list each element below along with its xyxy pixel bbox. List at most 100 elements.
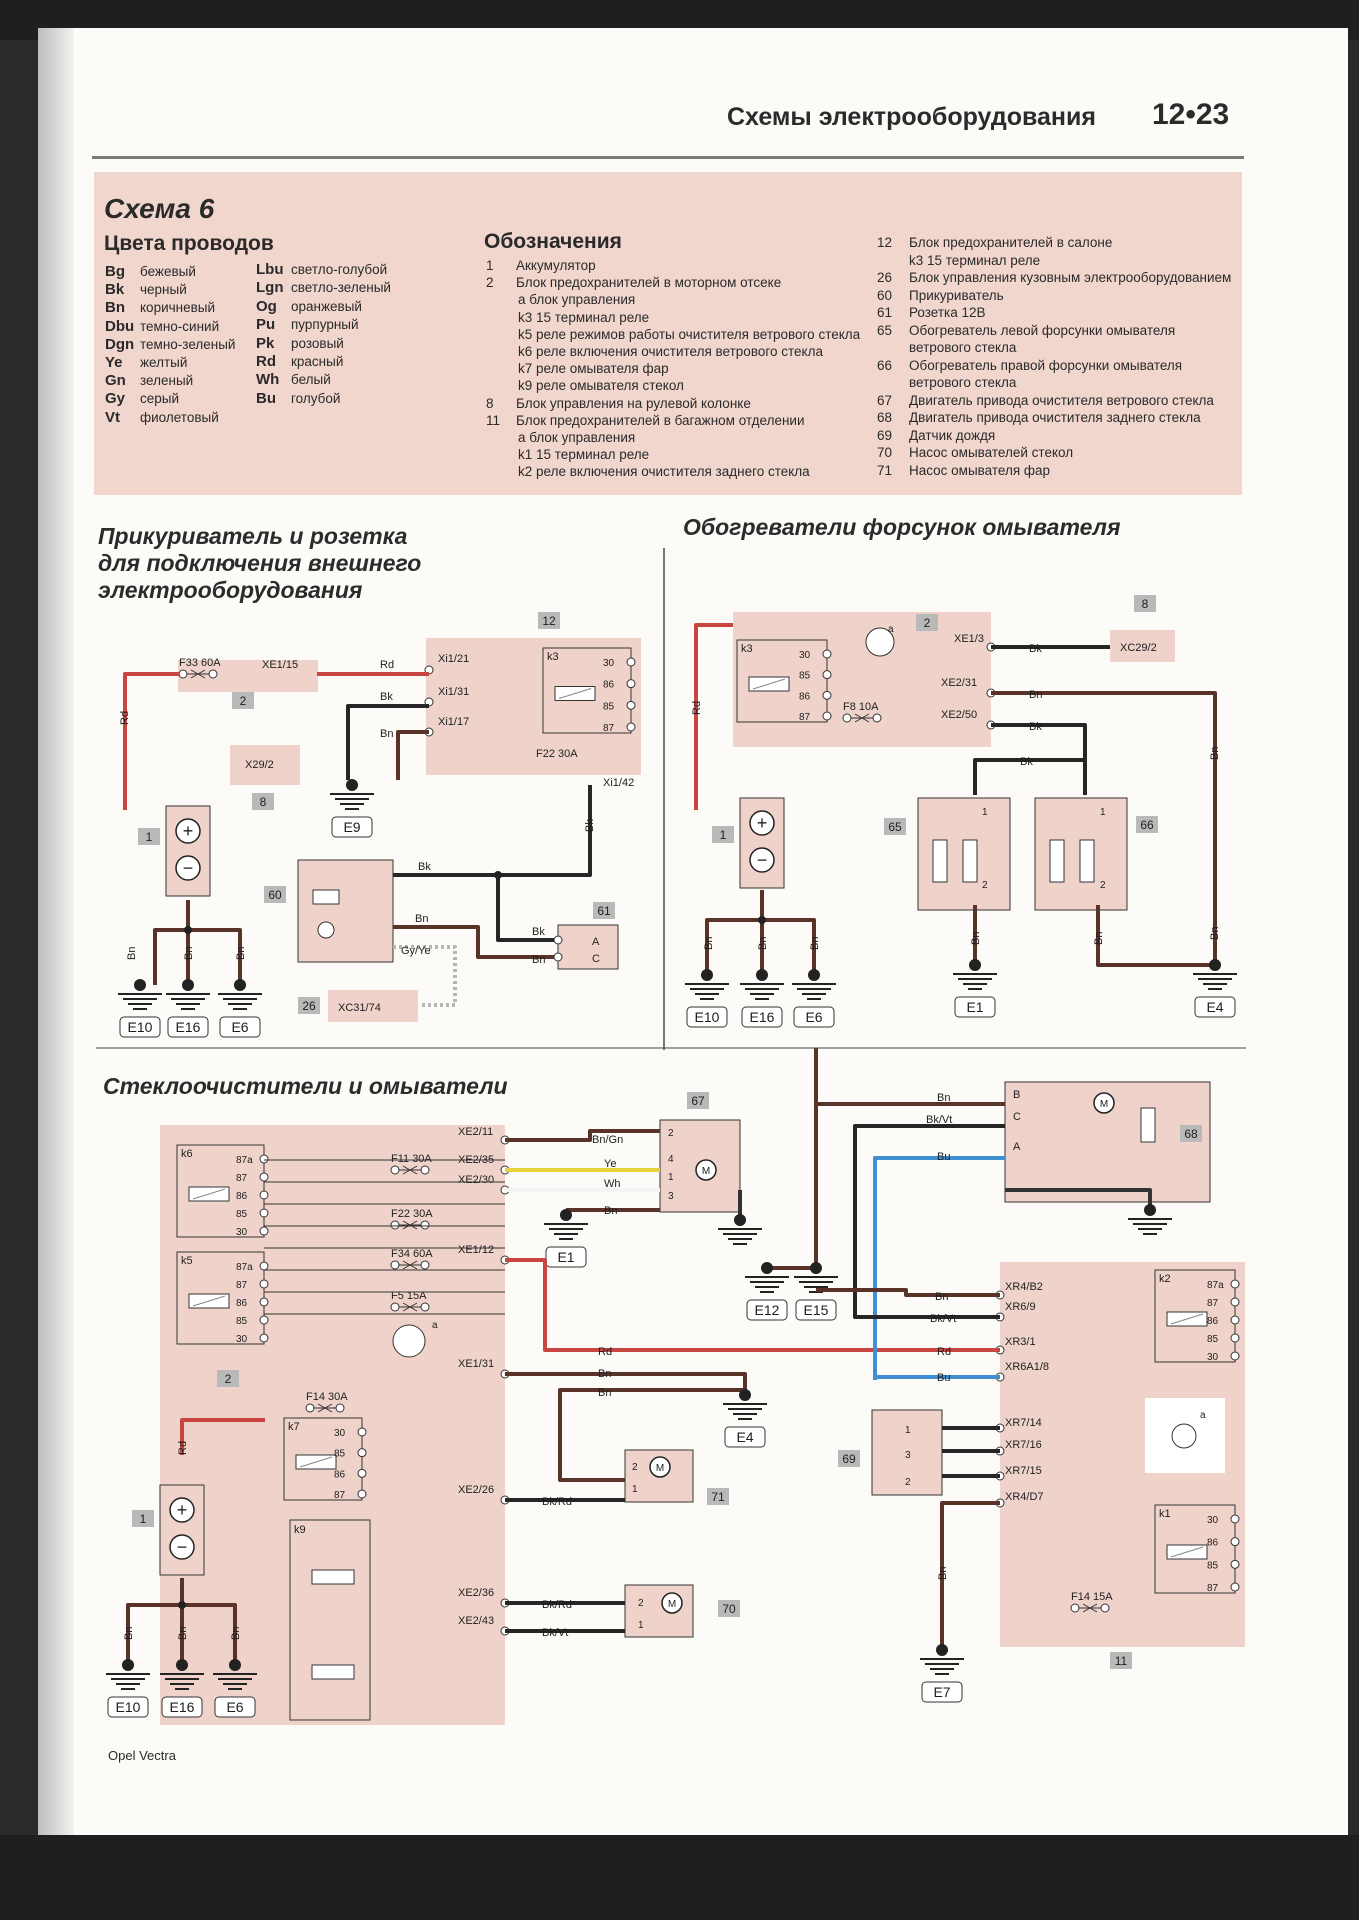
diagram-label: Rd bbox=[177, 1441, 189, 1455]
connector-node bbox=[259, 1190, 269, 1200]
diagram-label: XE2/11 bbox=[458, 1126, 493, 1138]
wire-color-code: Og bbox=[256, 297, 277, 315]
relay-frame bbox=[542, 647, 632, 734]
diagram-label: Bn bbox=[126, 947, 138, 960]
wire-xe2-11-bn-gn bbox=[505, 1129, 660, 1142]
connector-node bbox=[1230, 1537, 1240, 1547]
relay-pin-label: 87a bbox=[236, 1155, 253, 1166]
diagram-label: 4 bbox=[668, 1154, 674, 1165]
diagram-label: Wh bbox=[604, 1178, 621, 1190]
diagram-label: Bn bbox=[1209, 747, 1221, 760]
relay-label: k1 bbox=[1159, 1508, 1171, 1520]
connector-node bbox=[842, 713, 852, 723]
diagram-label: XE2/31 bbox=[941, 677, 977, 689]
diagram-label: 2 bbox=[668, 1128, 674, 1139]
designation-text: Обогреватель левой форсунки омывателя bbox=[909, 322, 1176, 338]
rear-wiper-68-frame bbox=[1004, 1081, 1211, 1203]
wire-color-code: Dgn bbox=[105, 335, 135, 353]
component-number: 1 bbox=[140, 1512, 147, 1526]
connector-node bbox=[420, 1220, 430, 1230]
relay-pin-label: 87 bbox=[603, 723, 615, 734]
connector-node bbox=[626, 679, 636, 689]
relay-pin-label: 86 bbox=[603, 680, 615, 691]
wire-color-name: голубой bbox=[291, 390, 341, 406]
wire-color-name: темно-зеленый bbox=[140, 336, 236, 352]
relay-pin-label: 30 bbox=[334, 1428, 346, 1439]
junction-dot bbox=[758, 916, 766, 924]
component-number: 11 bbox=[1115, 1654, 1128, 1668]
socket-frame bbox=[557, 924, 619, 970]
wire-color-name: фиолетовый bbox=[140, 409, 219, 425]
wire-color-code: Bg bbox=[105, 263, 125, 280]
fuse-symbol bbox=[402, 1165, 418, 1175]
scheme-title: Схема 6 bbox=[104, 193, 215, 224]
fuse-symbol bbox=[190, 669, 206, 679]
battery-plus-terminal bbox=[175, 818, 201, 844]
diagram-label: Bk bbox=[584, 819, 596, 832]
diagram-label: Ye bbox=[604, 1158, 616, 1170]
ground-label-box bbox=[746, 1299, 788, 1321]
component-number-tag bbox=[1136, 816, 1158, 833]
component-number-tag bbox=[1134, 595, 1156, 612]
ground-point bbox=[808, 969, 820, 981]
connector-node bbox=[420, 1260, 430, 1270]
designation-number: 61 bbox=[877, 305, 893, 320]
rain-sensor-69-box bbox=[872, 1410, 942, 1495]
diagram-label: Bu bbox=[937, 1151, 950, 1163]
connector-node bbox=[259, 1226, 269, 1236]
ground-label: E1 bbox=[966, 999, 983, 1015]
ground-label: E6 bbox=[231, 1019, 248, 1035]
ground-label-box bbox=[793, 1006, 835, 1028]
designation-number: 65 bbox=[877, 322, 893, 338]
relay-frame bbox=[283, 1417, 363, 1501]
legend-panel bbox=[94, 172, 1242, 495]
battery-plus-terminal bbox=[169, 1497, 195, 1523]
component-number-tag bbox=[687, 1092, 709, 1109]
ground-label: E10 bbox=[128, 1019, 153, 1035]
wire-color-name: пурпурный bbox=[291, 317, 359, 333]
diagram-label: 1 bbox=[905, 1425, 911, 1436]
designation-number: 70 bbox=[877, 445, 893, 460]
relay-pin-label: 30 bbox=[1207, 1515, 1219, 1526]
motor-symbol bbox=[695, 1159, 717, 1181]
lighter-section-title-line3: электрооборудования bbox=[98, 577, 363, 603]
wire-68-a-bu bbox=[873, 1156, 1005, 1380]
heater-65-frame bbox=[917, 797, 1011, 911]
ground-label-box bbox=[107, 1696, 149, 1718]
component-number-tag bbox=[252, 793, 274, 810]
ground-label-box bbox=[741, 1006, 783, 1028]
ground-point bbox=[560, 1209, 572, 1221]
ground-label: E4 bbox=[736, 1429, 753, 1445]
component-number: 60 bbox=[268, 888, 282, 902]
designation-text: k2 реле включения очистителя заднего сте… bbox=[518, 464, 810, 480]
component-number: 66 bbox=[1140, 818, 1154, 832]
relay-pin-label: 30 bbox=[236, 1334, 248, 1345]
relay-pin-label: 85 bbox=[1207, 1334, 1219, 1345]
relay-coil-hatch bbox=[1170, 1313, 1204, 1325]
relay-pin-label: 87 bbox=[334, 1490, 346, 1501]
wire-bn-to-socket-c bbox=[393, 925, 555, 959]
relay-pin-label: 85 bbox=[236, 1209, 248, 1220]
designation-text: k6 реле включения очистителя ветрового с… bbox=[518, 344, 823, 359]
connector-node bbox=[259, 1261, 269, 1271]
connector-node bbox=[626, 657, 636, 667]
relay-frame bbox=[736, 639, 828, 723]
diagram-label: F22 30A bbox=[536, 748, 578, 760]
diagram-label: Bk bbox=[380, 691, 393, 703]
ground-label: E6 bbox=[805, 1009, 822, 1025]
diagram-label: Rd bbox=[119, 711, 131, 725]
relay-pin-label: 87 bbox=[1207, 1583, 1219, 1594]
wire-color-code: Bu bbox=[256, 389, 276, 407]
diagram-label: XE2/43 bbox=[458, 1615, 494, 1627]
diagram-label: Bn bbox=[380, 728, 393, 740]
ground-label-box bbox=[119, 1016, 161, 1038]
diagram-label: Xi1/17 bbox=[438, 716, 469, 728]
fuse-label: F34 60A bbox=[391, 1248, 433, 1260]
ground-label: E10 bbox=[116, 1699, 141, 1715]
component-number-tag bbox=[138, 828, 160, 845]
battery-plus-terminal bbox=[749, 810, 775, 836]
wire-battery-ground-e6 bbox=[188, 928, 242, 985]
connector-node bbox=[822, 670, 832, 680]
pump-70-box bbox=[625, 1585, 693, 1637]
wire-color-name: серый bbox=[140, 391, 180, 407]
